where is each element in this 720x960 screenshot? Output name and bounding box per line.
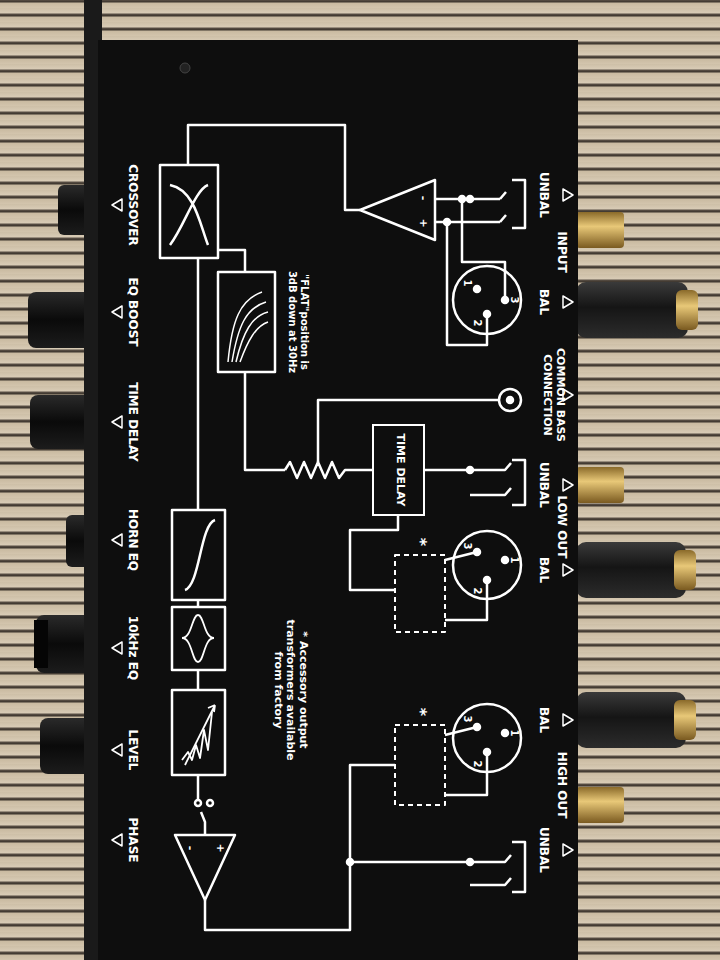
pin-number: 2 xyxy=(471,761,483,768)
pin-number: 1 xyxy=(508,557,520,564)
panel xyxy=(98,40,578,960)
control-label: EQ BOOST xyxy=(125,278,139,347)
control-label: HORN EQ xyxy=(125,509,139,571)
group-label: LOW OUT xyxy=(554,496,568,559)
control-label: 10kHz EQ xyxy=(125,616,139,680)
pin-number: 1 xyxy=(508,730,520,737)
pin-number: 2 xyxy=(471,588,483,595)
opamp-sign: + xyxy=(417,218,430,227)
port-label: COMMON BASS CONNECTION xyxy=(540,343,565,447)
control-label: TIME DELAY xyxy=(125,382,139,462)
pin-number: 3 xyxy=(508,297,520,304)
port-label: UNBAL xyxy=(536,172,550,218)
note: * Accessory output transformers availabl… xyxy=(271,615,309,765)
pin-number: 3 xyxy=(461,716,473,723)
group-label: HIGH OUT xyxy=(554,752,568,819)
port-label: BAL xyxy=(536,289,550,315)
process-box: TIME DELAY xyxy=(372,424,425,517)
port-label: BAL xyxy=(536,707,550,733)
box-label: TIME DELAY xyxy=(394,434,407,507)
opamp-sign: - xyxy=(184,846,197,851)
asterisk: * xyxy=(411,538,429,546)
port-label: UNBAL xyxy=(536,827,550,873)
opamp-sign: + xyxy=(214,843,227,852)
note: "FLAT"position is 3dB down at 30Hz xyxy=(287,266,310,378)
port-label: BAL xyxy=(536,557,550,583)
group-label: INPUT xyxy=(554,231,568,272)
port-label: UNBAL xyxy=(536,462,550,508)
control-label: PHASE xyxy=(125,818,139,863)
schematic xyxy=(112,125,573,930)
pin-number: 3 xyxy=(461,543,473,550)
control-label: CROSSOVER xyxy=(125,164,139,246)
asterisk: * xyxy=(411,708,429,716)
opamp-sign: - xyxy=(417,196,430,201)
control-label: LEVEL xyxy=(125,730,139,771)
connectors xyxy=(576,212,698,823)
pin-number: 1 xyxy=(461,280,473,287)
pin-number: 2 xyxy=(471,320,483,327)
